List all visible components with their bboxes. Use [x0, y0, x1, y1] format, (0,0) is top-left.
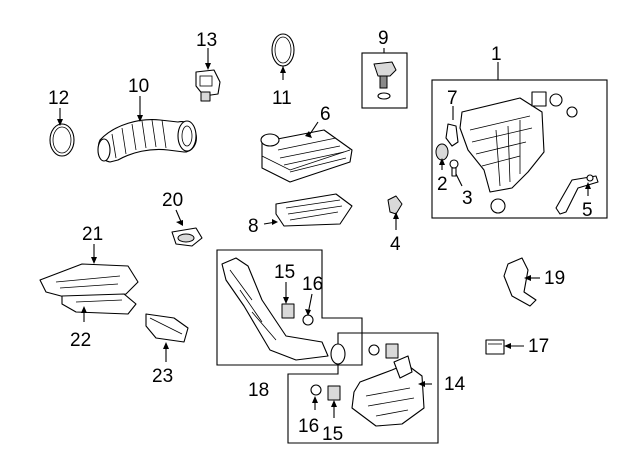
bracket-part-19: [503, 257, 537, 307]
grommet-part-15-top: [385, 343, 399, 359]
hose-part-7: [445, 123, 459, 147]
sensor-part-13: [195, 69, 221, 102]
callout-5: 5: [582, 200, 593, 221]
sensor-part-9: [373, 61, 397, 100]
callout-3: 3: [462, 188, 473, 209]
callout-22: 22: [70, 330, 91, 351]
resonator-chamber-part-14: [351, 355, 425, 427]
callout-19: 19: [544, 268, 565, 289]
leader-lines: [59, 48, 589, 418]
air-filter-part-8: [275, 193, 353, 227]
callout-15-a: 15: [274, 262, 295, 283]
under-cover-part-22: [61, 293, 137, 315]
callout-2: 2: [437, 174, 448, 195]
callout-23: 23: [152, 366, 173, 387]
callout-8: 8: [248, 216, 259, 237]
under-cover-part-21: [39, 263, 139, 301]
callout-18: 18: [248, 380, 269, 401]
grommet-part-2: [435, 143, 449, 161]
clamp-part-11: [271, 33, 295, 67]
callout-15-b: 15: [322, 424, 343, 445]
callout-12: 12: [48, 88, 69, 109]
resonator-tube-part-18: [221, 257, 346, 365]
callout-17: 17: [528, 336, 549, 357]
callout-16-b: 16: [298, 416, 319, 437]
callout-4: 4: [390, 234, 401, 255]
air-cleaner-cover-part-6: [260, 129, 353, 183]
clip-part-16a: [302, 314, 314, 326]
air-cleaner-housing-part-1: [459, 91, 578, 214]
callout-11: 11: [272, 88, 292, 109]
grommet-part-15a: [281, 303, 295, 319]
callout-13: 13: [196, 30, 217, 51]
clip-part-16-top: [368, 344, 380, 356]
callout-14: 14: [444, 374, 466, 395]
leader-arrowheads: [57, 63, 591, 407]
grommet-part-15b: [327, 385, 341, 401]
clip-part-4: [387, 195, 403, 215]
callout-10: 10: [128, 76, 149, 97]
grommet-part-20: [171, 227, 203, 247]
grommet-part-17: [485, 339, 505, 355]
callout-7: 7: [447, 88, 458, 109]
callout-1: 1: [491, 44, 502, 65]
bolt-part-3: [449, 159, 459, 177]
duct-part-23: [145, 313, 189, 343]
callout-16-a: 16: [302, 274, 323, 295]
group-box-18: [216, 249, 363, 366]
group-box-1: [431, 79, 608, 219]
callout-6: 6: [320, 104, 331, 125]
group-box-14: [287, 332, 439, 444]
callout-9: 9: [378, 28, 389, 49]
intake-tube-part-10: [97, 119, 197, 163]
clip-part-16b: [310, 384, 322, 396]
callout-20: 20: [162, 190, 183, 211]
callout-21: 21: [82, 224, 103, 245]
hose-clamp-part-12: [49, 123, 75, 157]
